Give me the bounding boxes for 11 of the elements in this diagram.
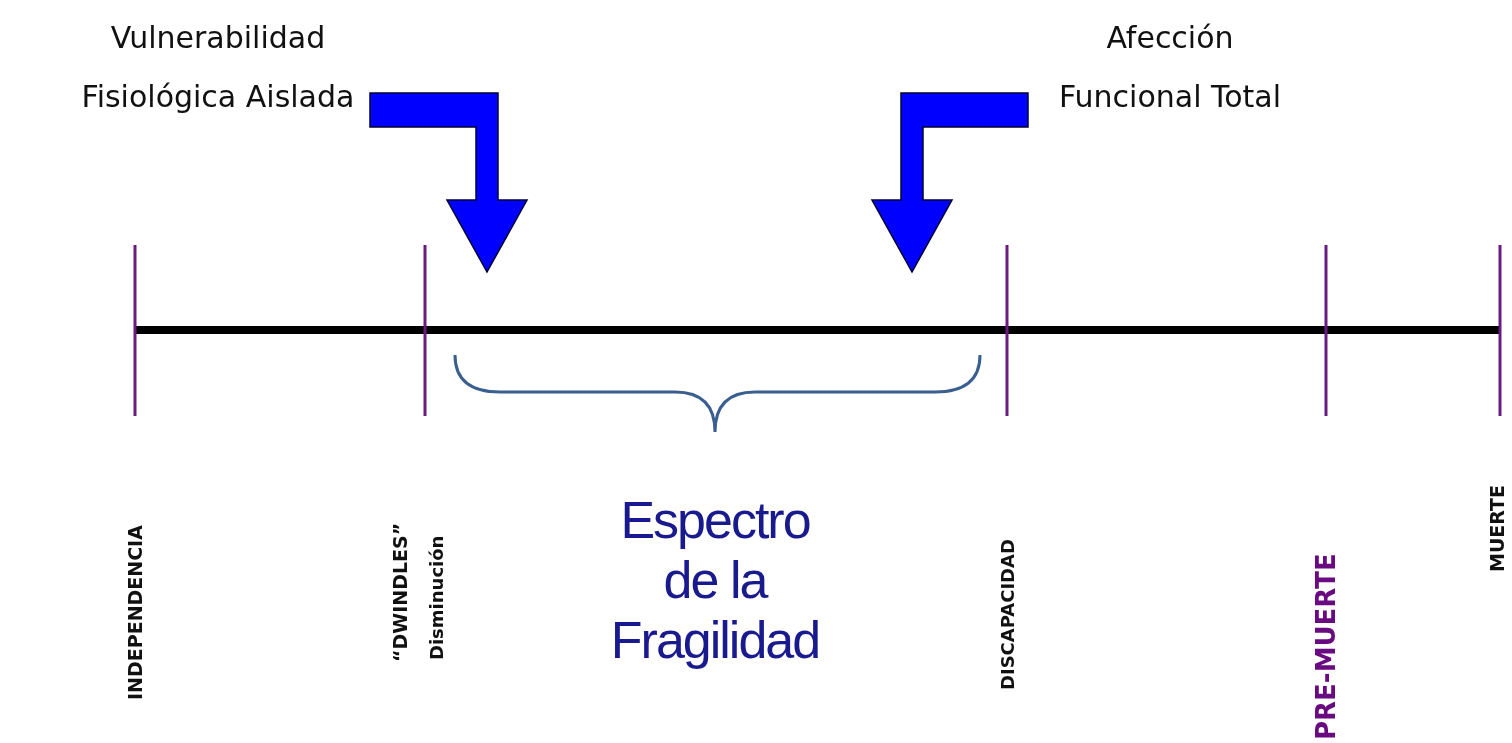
callout-text: Afección Funcional Total <box>1040 8 1300 126</box>
stage-label: Disminución <box>426 535 448 660</box>
stage-label: “DWINDLES” <box>388 522 412 662</box>
stage-label: DISCAPACIDAD <box>997 539 1019 690</box>
stage-label: INDEPENDENCIA <box>123 525 147 700</box>
block-arrow <box>870 92 1029 274</box>
stage-label: MUERTE <box>1485 484 1509 572</box>
block-arrow <box>369 92 529 274</box>
stage-label: PRE-MUERTE <box>1310 553 1342 740</box>
callout-text: Vulnerabilidad Fisiológica Aislada <box>68 8 368 126</box>
spectrum-label: Espectro de la Fragilidad <box>609 490 821 670</box>
